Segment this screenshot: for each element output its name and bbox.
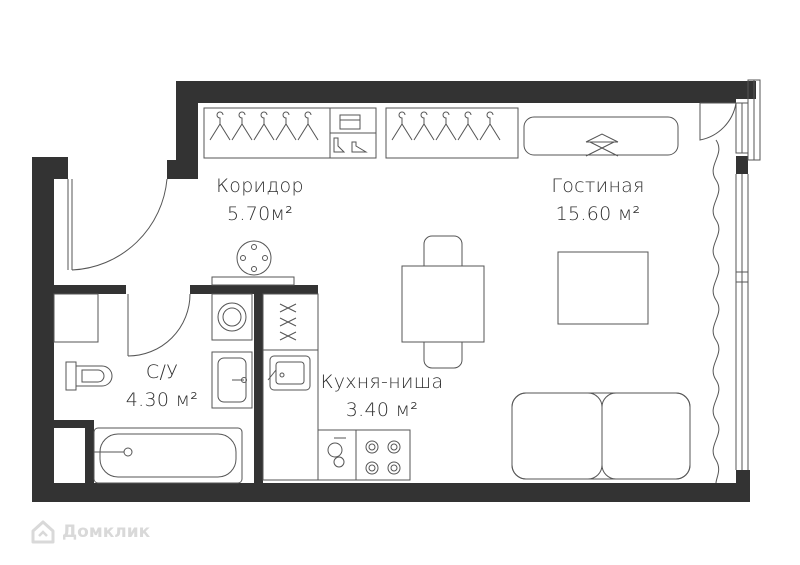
corridor-area: 5.70м² [226, 203, 294, 225]
walls [32, 81, 756, 502]
room-label-bathroom: С/У 4.30 м² [112, 358, 212, 414]
wardrobe-2 [385, 107, 519, 159]
wall-bottom [32, 483, 746, 502]
wall-bath-corner [54, 420, 94, 428]
room-label-corridor: Коридор 5.70м² [210, 172, 310, 228]
bathroom-area: 4.30 м² [125, 389, 199, 411]
wall-top [176, 81, 736, 103]
kitchen-fixtures [262, 293, 411, 481]
house-logo-icon [31, 520, 55, 544]
curtain [712, 139, 720, 484]
window-right [699, 79, 761, 470]
wall-entrance-notch [176, 81, 198, 179]
watermark-text: Домклик [62, 522, 151, 542]
wardrobe-1 [203, 107, 377, 159]
kitchen-name: Кухня-ниша [320, 371, 444, 393]
corridor-name: Коридор [216, 175, 304, 197]
corridor-stool [211, 240, 295, 286]
bathroom-name: С/У [145, 361, 179, 383]
room-label-living: Гостиная 15.60 м² [538, 172, 658, 228]
wall-bath-corner-v [85, 420, 94, 485]
wall-entrance-notch-foot [167, 160, 198, 179]
sofa [511, 392, 691, 480]
kitchen-area: 3.40 м² [345, 399, 419, 421]
living-name: Гостиная [551, 175, 645, 197]
wall-left [32, 157, 54, 502]
coffee-table [557, 251, 649, 325]
entrance-door [67, 178, 168, 271]
wall-bath-kitchen [254, 285, 263, 485]
watermark: Домклик [30, 515, 150, 549]
living-area: 15.60 м² [555, 203, 641, 225]
wall-bath-top-left [54, 285, 126, 294]
room-label-kitchen: Кухня-ниша 3.40 м² [312, 368, 452, 424]
wall-right-bottom-stub [736, 470, 750, 502]
wall-top-right-stub [736, 81, 756, 99]
wall-right-lower [736, 156, 748, 174]
dining-set [401, 235, 485, 369]
bathroom-fixtures [53, 293, 253, 484]
tv-unit [523, 116, 679, 157]
